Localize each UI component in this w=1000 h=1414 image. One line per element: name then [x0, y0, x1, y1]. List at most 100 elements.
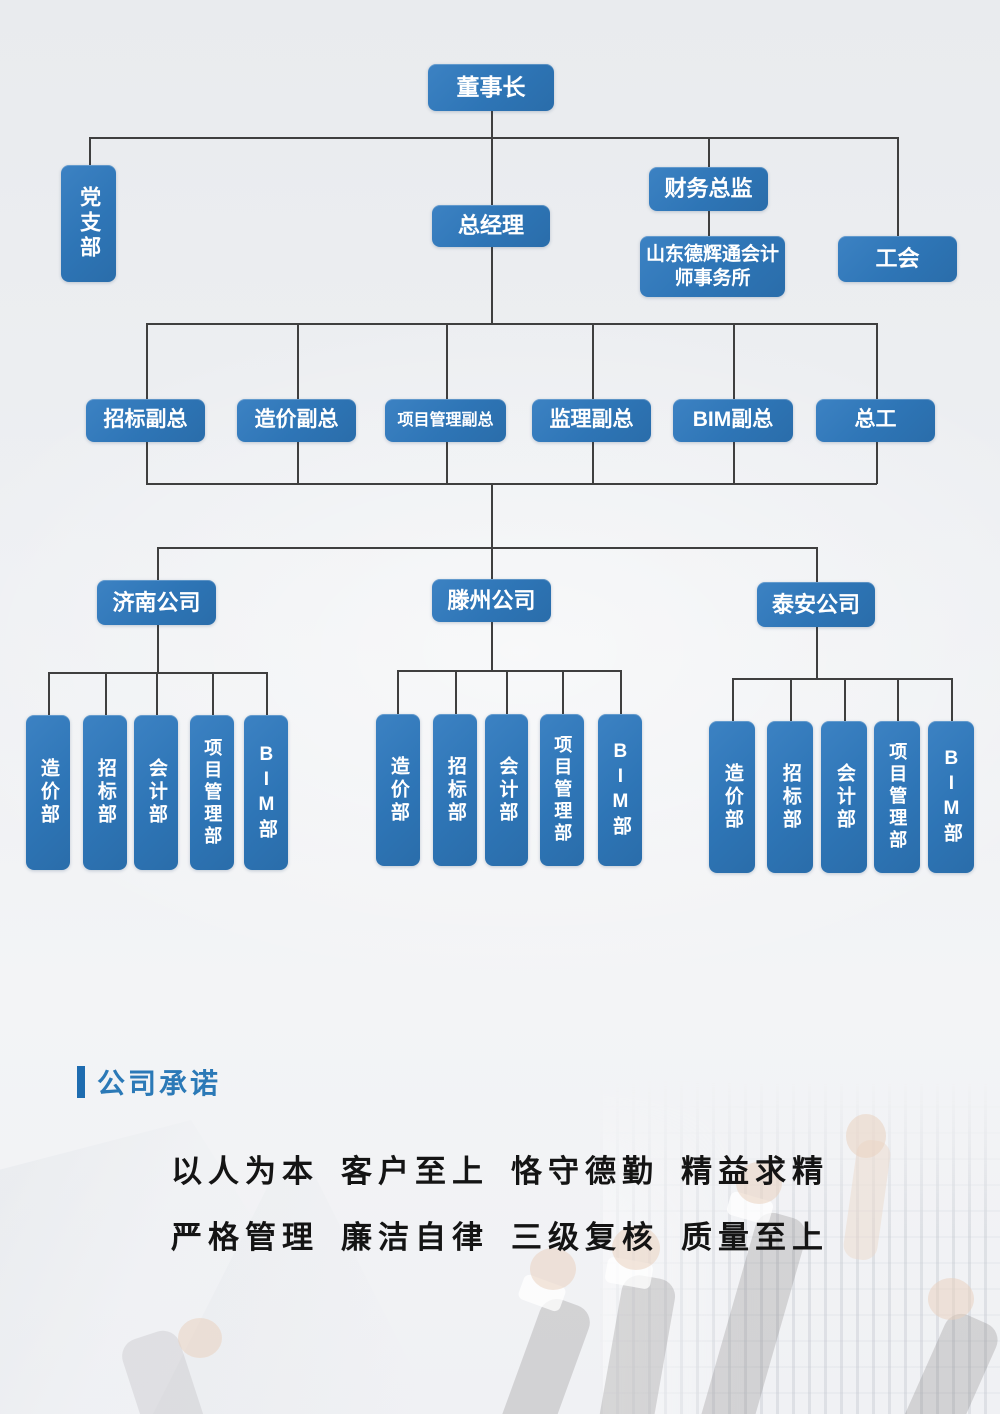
- promise-heading-row: 公司承诺: [77, 1062, 221, 1102]
- org-node-jinan-bidding: 招标部: [83, 715, 127, 870]
- connector-line: [733, 323, 735, 400]
- org-node-tengzhou-bim: BIM部: [598, 714, 642, 866]
- org-node-chief-engineer: 总工: [816, 399, 935, 442]
- connector-line: [157, 624, 159, 673]
- connector-line: [266, 672, 268, 716]
- connector-line: [48, 672, 50, 716]
- connector-line: [732, 678, 734, 722]
- connector-line: [157, 547, 159, 581]
- connector-line: [876, 323, 878, 400]
- org-node-taian-project: 项目管理部: [874, 721, 920, 873]
- connector-line: [790, 678, 792, 722]
- connector-line: [146, 441, 148, 484]
- org-node-vp-bim: BIM副总: [673, 399, 793, 442]
- connector-line: [89, 137, 898, 139]
- org-node-party-branch: 党支部: [61, 165, 116, 282]
- promise-lines: 以人为本客户至上恪守德勤精益求精严格管理廉洁自律三级复核质量至上: [0, 1146, 1000, 1257]
- connector-line: [455, 670, 457, 715]
- connector-line: [491, 137, 493, 206]
- org-node-jinan-bim: BIM部: [244, 715, 288, 870]
- connector-line: [146, 483, 877, 485]
- org-node-tengzhou-bidding: 招标部: [433, 714, 477, 866]
- connector-line: [844, 678, 846, 722]
- org-node-taian-cost: 造价部: [709, 721, 755, 873]
- fist-decor: [928, 1278, 974, 1320]
- promise-row: 以人为本客户至上恪守德勤精益求精: [171, 1146, 829, 1191]
- connector-line: [146, 323, 148, 400]
- org-node-jinan-cost: 造价部: [26, 715, 70, 870]
- connector-line: [562, 670, 564, 715]
- fist-decor: [530, 1248, 576, 1290]
- connector-line: [446, 323, 448, 400]
- org-node-general-manager: 总经理: [432, 205, 550, 247]
- connector-line: [506, 670, 508, 715]
- connector-line: [732, 678, 952, 680]
- connector-line: [297, 441, 299, 484]
- org-node-taian-accounting: 会计部: [821, 721, 867, 873]
- connector-line: [146, 323, 877, 325]
- connector-line: [876, 441, 878, 484]
- connector-line: [297, 323, 299, 400]
- promise-row: 严格管理廉洁自律三级复核质量至上: [171, 1212, 829, 1257]
- pointing-hand-decor: [846, 1114, 886, 1158]
- org-node-accounting-firm: 山东德辉通会计师事务所: [640, 236, 785, 297]
- connector-line: [89, 137, 91, 166]
- connector-line: [48, 672, 267, 674]
- background-photo: [0, 1080, 1000, 1414]
- promise-phrase: 三级复核: [511, 1220, 659, 1255]
- connector-line: [491, 621, 493, 671]
- org-node-company-tengzhou: 滕州公司: [432, 579, 551, 622]
- org-node-vp-project-mgmt: 项目管理副总: [385, 399, 506, 442]
- connector-line: [491, 483, 493, 548]
- connector-line: [951, 678, 953, 722]
- connector-line: [156, 672, 158, 716]
- org-node-tengzhou-accounting: 会计部: [485, 714, 528, 866]
- org-node-tengzhou-cost: 造价部: [376, 714, 420, 866]
- connector-line: [816, 547, 818, 583]
- org-node-vp-bidding: 招标副总: [86, 399, 205, 442]
- connector-line: [733, 441, 735, 484]
- connector-line: [592, 323, 594, 400]
- connector-line: [105, 672, 107, 716]
- connector-line: [708, 137, 710, 168]
- connector-line: [491, 245, 493, 324]
- org-node-taian-bidding: 招标部: [767, 721, 813, 873]
- heading-accent-bar: [77, 1066, 85, 1098]
- promise-phrase: 廉洁自律: [341, 1220, 489, 1255]
- connector-line: [157, 547, 817, 549]
- org-node-labor-union: 工会: [838, 236, 957, 282]
- building-facade-decor: [600, 1080, 1000, 1414]
- connector-line: [708, 210, 710, 237]
- promise-phrase: 严格管理: [171, 1220, 319, 1255]
- fist-decor: [178, 1318, 222, 1358]
- promise-heading: 公司承诺: [97, 1068, 222, 1099]
- connector-line: [592, 441, 594, 484]
- org-node-jinan-project: 项目管理部: [190, 715, 234, 870]
- promise-phrase: 恪守德勤: [511, 1154, 659, 1189]
- org-node-jinan-accounting: 会计部: [134, 715, 178, 870]
- org-node-chairman: 董事长: [428, 64, 554, 111]
- org-node-vp-cost: 造价副总: [237, 399, 356, 442]
- org-node-company-taian: 泰安公司: [757, 582, 875, 627]
- promise-phrase: 精益求精: [681, 1154, 829, 1189]
- connector-line: [897, 678, 899, 722]
- connector-line: [446, 441, 448, 484]
- org-node-taian-bim: BIM部: [928, 721, 974, 873]
- org-node-tengzhou-project: 项目管理部: [540, 714, 584, 866]
- org-node-company-jinan: 济南公司: [97, 580, 216, 625]
- promise-phrase: 客户至上: [341, 1154, 489, 1189]
- connector-line: [212, 672, 214, 716]
- connector-line: [491, 547, 493, 580]
- connector-line: [397, 670, 621, 672]
- fist-decor: [612, 1226, 660, 1270]
- connector-line: [397, 670, 399, 715]
- connector-line: [491, 109, 493, 138]
- org-node-vp-supervision: 监理副总: [532, 399, 651, 442]
- promise-phrase: 质量至上: [681, 1220, 829, 1255]
- org-node-finance-director: 财务总监: [649, 167, 768, 211]
- promise-phrase: 以人为本: [171, 1154, 319, 1189]
- connector-line: [620, 670, 622, 715]
- fist-decor: [736, 1162, 782, 1204]
